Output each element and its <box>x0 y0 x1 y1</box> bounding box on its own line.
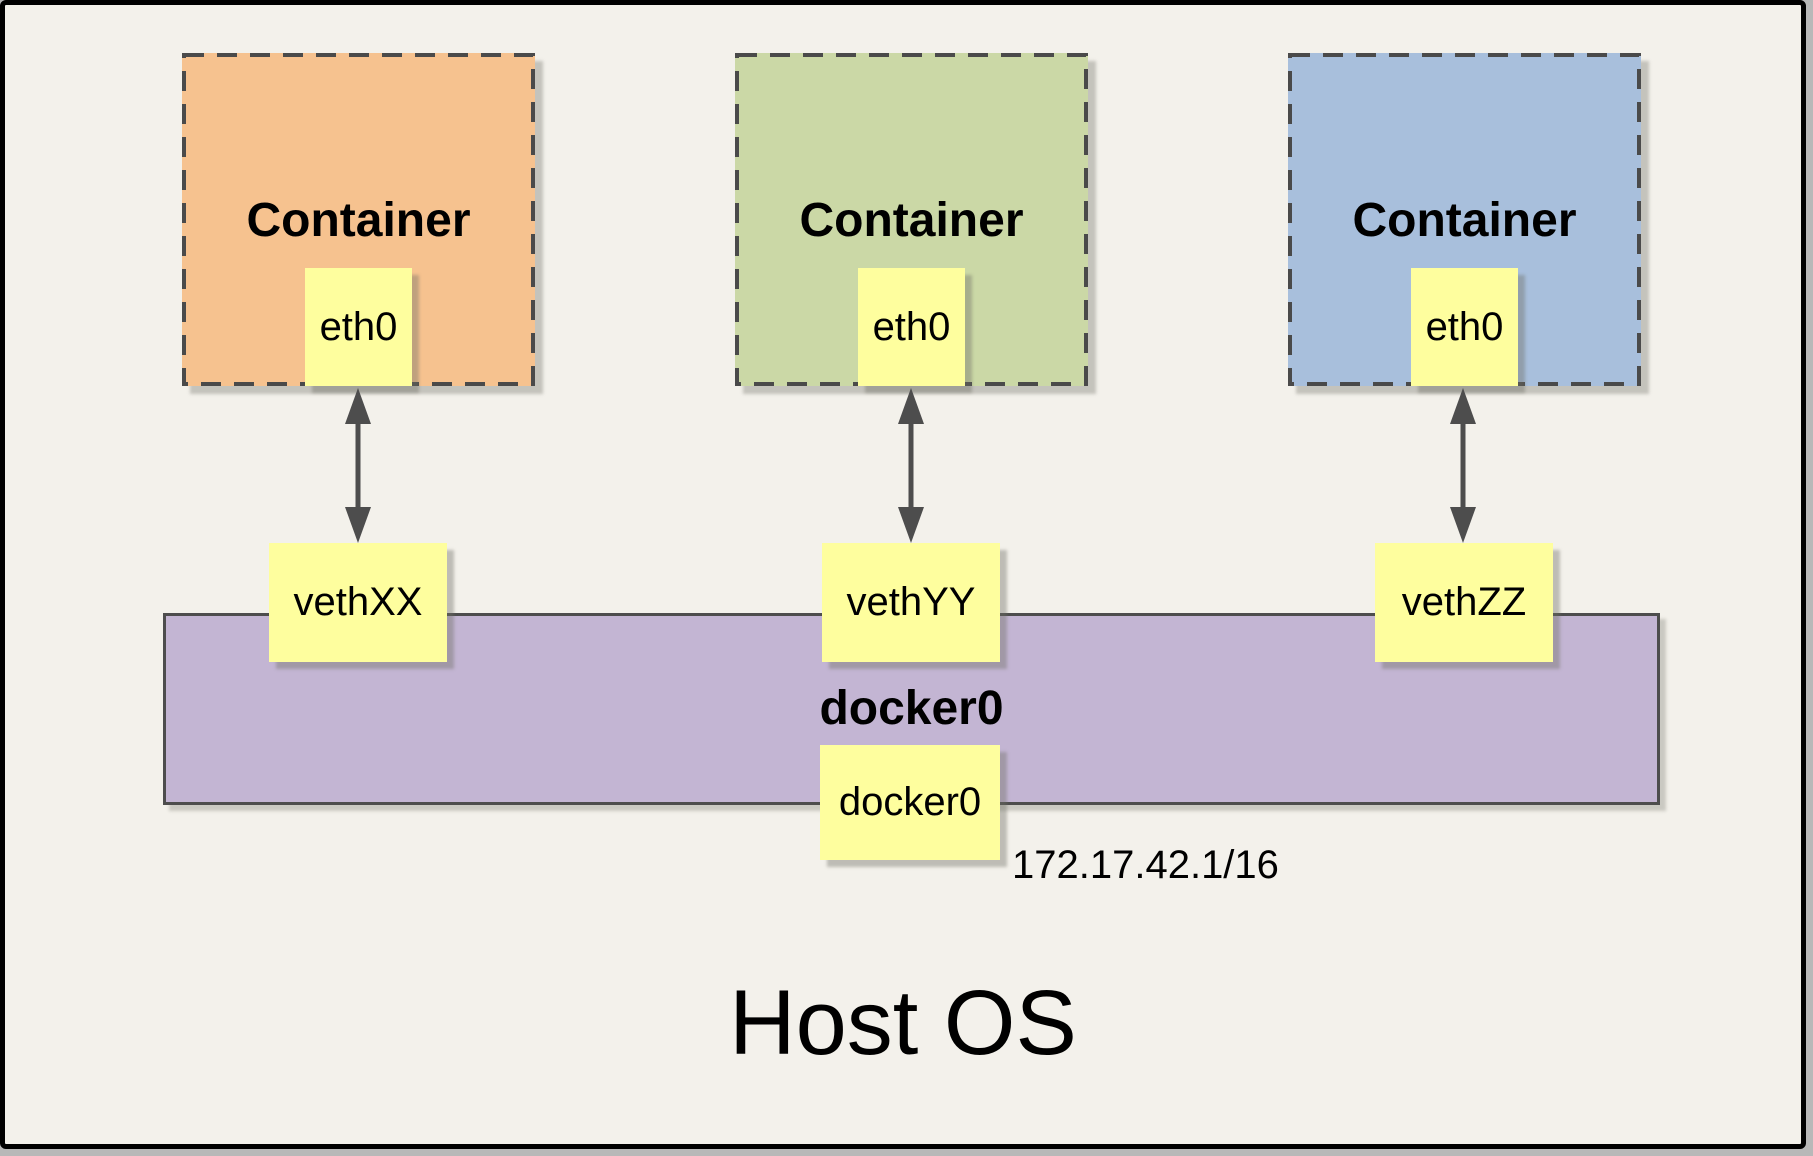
vethyy-node: vethYY <box>822 543 1000 662</box>
dashed-border-2 <box>735 53 1088 386</box>
container-3-label: Container <box>1352 194 1577 247</box>
container-1-eth0-label: eth0 <box>319 304 398 349</box>
vethzz-node: vethZZ <box>1375 543 1553 662</box>
vethxx-label: vethXX <box>293 580 423 624</box>
container-2-eth0-node: eth0 <box>858 268 965 386</box>
container-box-2: Container eth0 <box>735 53 1088 386</box>
container-3-eth0-label: eth0 <box>1425 304 1504 349</box>
container-3-eth0-node: eth0 <box>1411 268 1518 386</box>
dashed-border-3 <box>1288 53 1641 386</box>
dashed-border-1 <box>182 53 535 386</box>
docker0-interface-label: docker0 <box>838 780 982 824</box>
docker0-bridge-label: docker0 <box>819 682 1004 735</box>
connection-arrow-2 <box>898 388 924 543</box>
container-box-1: Container eth0 <box>182 53 535 386</box>
vethzz-label: vethZZ <box>1401 580 1527 624</box>
container-2-eth0-label: eth0 <box>872 304 951 349</box>
docker0-interface-node: docker0 <box>820 745 1000 860</box>
container-2-label: Container <box>799 194 1024 247</box>
connection-arrow-3 <box>1450 388 1476 543</box>
connection-arrow-1 <box>345 388 371 543</box>
container-1-label: Container <box>246 194 471 247</box>
host-os-title: Host OS <box>729 972 1077 1074</box>
vethxx-node: vethXX <box>269 543 447 662</box>
vethyy-label: vethYY <box>846 580 976 624</box>
bridge-ip-address: 172.17.42.1/16 <box>1012 843 1279 887</box>
container-box-3: Container eth0 <box>1288 53 1641 386</box>
container-1-eth0-node: eth0 <box>305 268 412 386</box>
